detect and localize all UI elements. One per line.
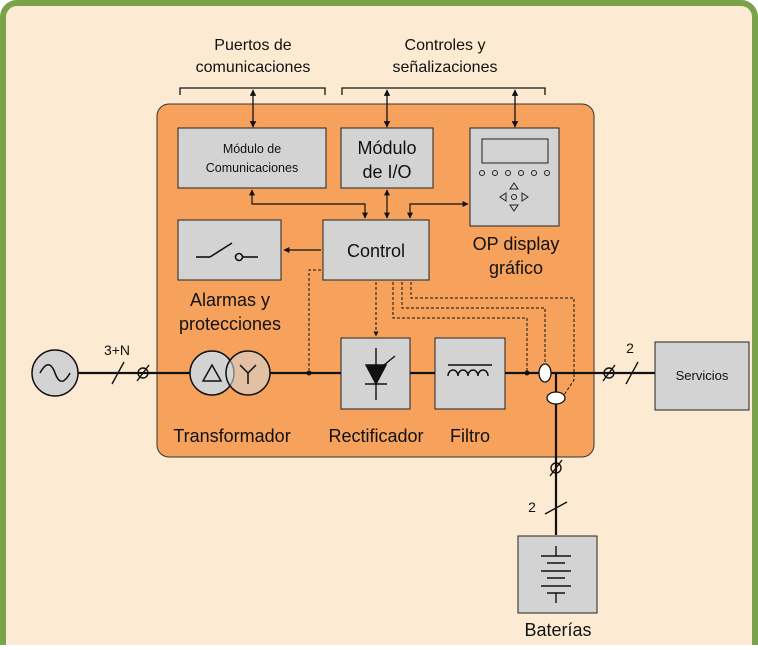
input-phase-label: 3+N — [104, 342, 130, 358]
control-label: Control — [347, 241, 405, 261]
op-display-buttons — [479, 170, 550, 212]
communications-module-label-1: Módulo de — [223, 142, 281, 156]
battery-current-sensor — [546, 391, 566, 405]
switch-icon — [196, 242, 258, 262]
output-phase-slash — [625, 361, 639, 385]
junction-dot — [306, 370, 312, 376]
control-op-arrow — [407, 201, 469, 219]
filter-label: Filtro — [450, 426, 490, 446]
battery-box — [517, 535, 598, 614]
control-comm-arrow — [249, 189, 368, 219]
controles-label-1: Controles y — [405, 37, 486, 54]
battery-phase-slash — [544, 501, 568, 515]
puertos-label-1: Puertos de — [214, 37, 291, 54]
op-display-screen — [481, 138, 549, 164]
op-display-label-2: gráfico — [489, 258, 543, 278]
battery-phase-label: 2 — [528, 499, 536, 515]
op-display-label-1: OP display — [473, 234, 560, 254]
communications-module — [177, 127, 327, 189]
puertos-label-2: comunicaciones — [196, 59, 311, 76]
battery-breaker-icon — [549, 459, 563, 477]
alarms-label-1: Alarmas y — [190, 290, 270, 310]
sense-lines — [308, 269, 575, 399]
controles-label-2: señalizaciones — [393, 59, 498, 76]
battery-label: Baterías — [524, 620, 591, 640]
output-breaker-icon — [602, 364, 616, 382]
control-box — [322, 219, 430, 281]
transformer-symbol — [189, 350, 271, 396]
sine-wave-icon — [39, 363, 71, 383]
ports-bracket — [179, 87, 546, 95]
alarms-box — [177, 219, 282, 281]
rectifier-label: Rectificador — [328, 426, 423, 446]
input-breaker-icon — [136, 364, 150, 382]
inductor-icon — [447, 364, 492, 377]
input-phase-slash — [111, 361, 125, 385]
battery-icon — [541, 546, 571, 603]
output-phase-label: 2 — [626, 340, 634, 356]
alarms-label-2: protecciones — [179, 314, 281, 334]
transformer-label: Transformador — [173, 426, 290, 446]
io-module-label-1: Módulo — [357, 138, 416, 158]
services-box — [654, 341, 750, 411]
io-module-label-2: de I/O — [362, 162, 411, 182]
output-current-sensor — [538, 363, 552, 383]
filter-box — [434, 337, 506, 410]
junction-dot-2 — [524, 370, 530, 376]
services-label: Servicios — [676, 368, 729, 383]
thyristor-icon — [364, 348, 396, 400]
communications-module-label-2: Comunicaciones — [206, 161, 298, 175]
io-module — [340, 127, 434, 189]
